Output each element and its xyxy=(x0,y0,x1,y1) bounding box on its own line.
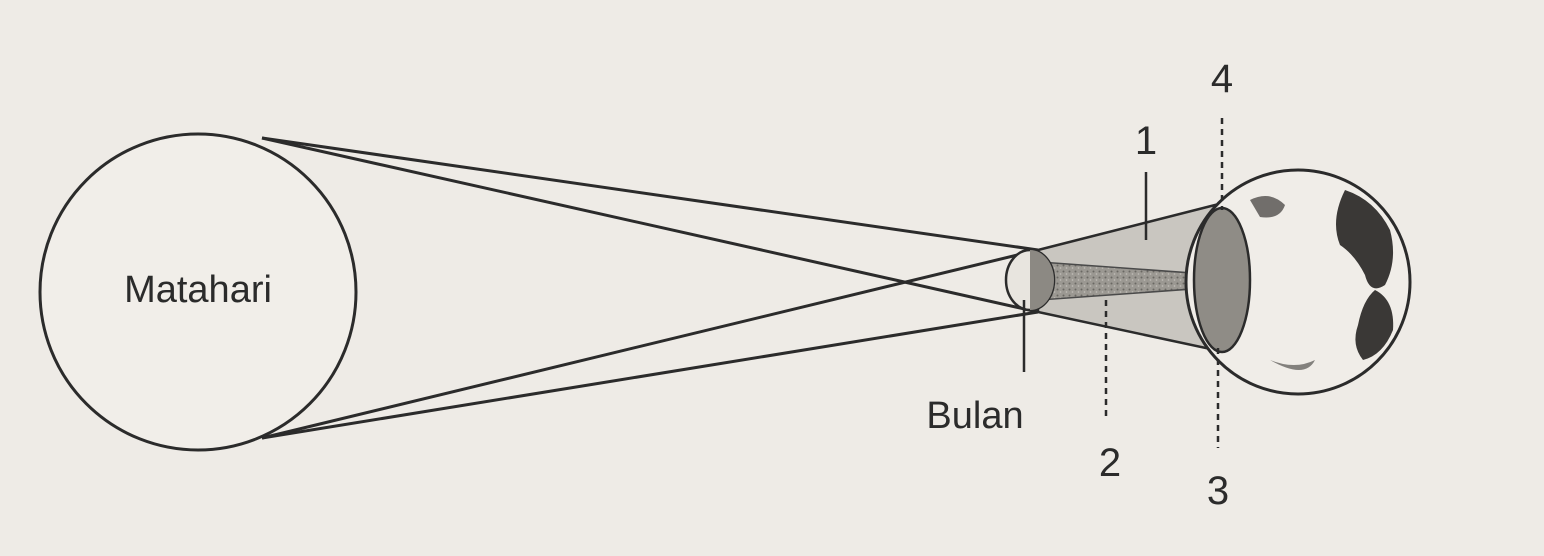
outer-tangent-top xyxy=(261,136,1039,252)
sun-moon-tangents xyxy=(261,136,1039,440)
earth-shadow-region xyxy=(1192,206,1252,354)
inner-tangent-top xyxy=(261,136,1039,314)
label-2: 2 xyxy=(1099,441,1121,485)
label-3: 3 xyxy=(1207,469,1229,513)
label-4: 4 xyxy=(1211,57,1233,101)
label-1: 1 xyxy=(1135,119,1157,163)
sun xyxy=(38,132,358,452)
inner-tangent-bottom xyxy=(261,248,1039,440)
earth-continents xyxy=(1250,190,1394,370)
moon-shadow xyxy=(1030,250,1054,310)
sun-label: Matahari xyxy=(124,269,272,311)
moon-label: Bulan xyxy=(926,395,1023,437)
outer-tangent-bottom xyxy=(261,310,1039,440)
pointer-lines xyxy=(1022,118,1224,448)
